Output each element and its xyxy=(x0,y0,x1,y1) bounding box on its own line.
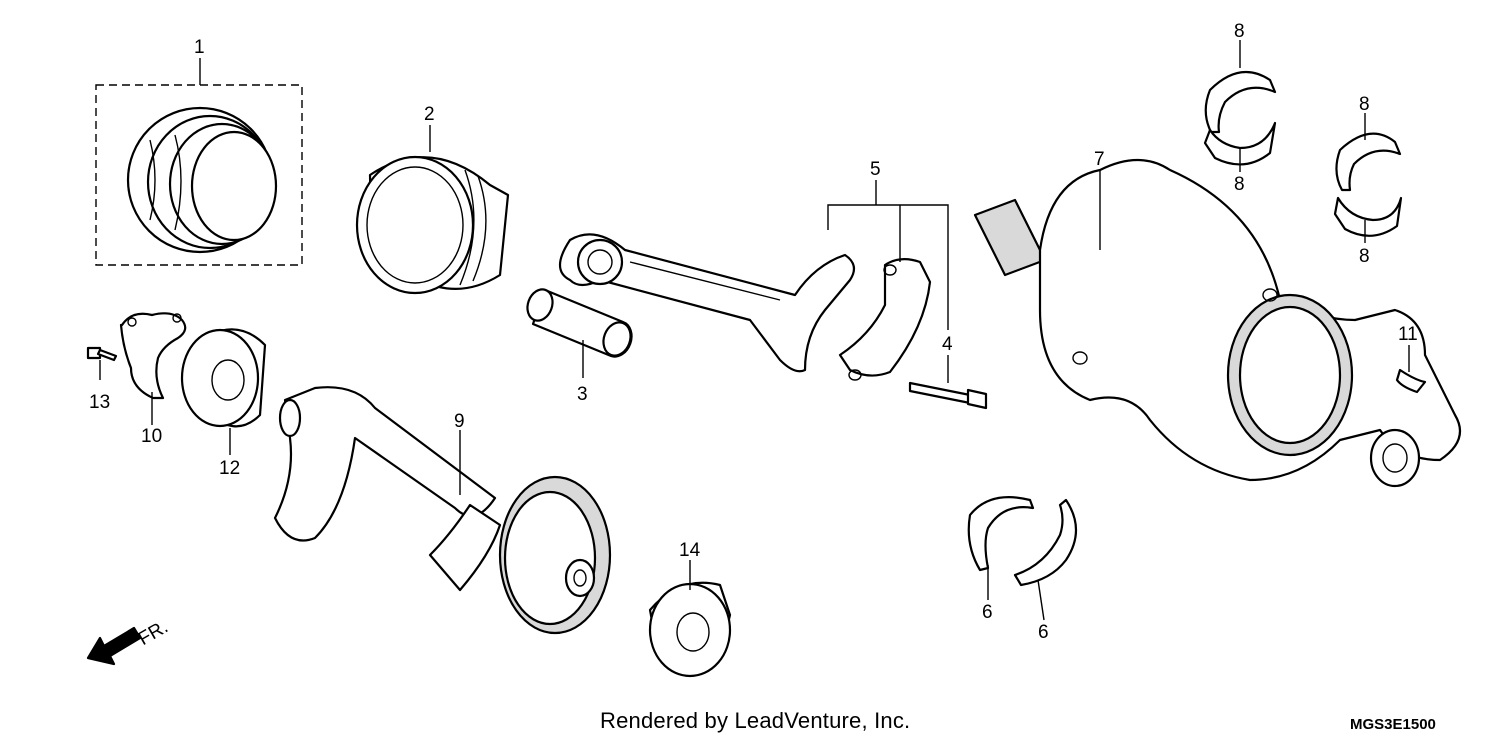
callout-8d: 8 xyxy=(1359,246,1370,267)
front-direction-label: FR. xyxy=(135,616,172,649)
callout-4: 4 xyxy=(942,334,953,355)
balancer-shaft[interactable] xyxy=(273,386,612,635)
callout-7: 7 xyxy=(1094,149,1105,170)
piston-pin[interactable] xyxy=(523,286,635,360)
callout-numbers: 1 2 3 4 5 6 6 7 8 8 8 8 9 10 11 12 13 14 xyxy=(89,21,1418,643)
crankshaft[interactable] xyxy=(973,159,1462,488)
callout-5: 5 xyxy=(870,159,881,180)
callout-2: 2 xyxy=(424,104,435,125)
callout-8c: 8 xyxy=(1359,94,1370,115)
callout-12: 12 xyxy=(219,458,240,479)
front-direction-arrow: FR. xyxy=(86,616,172,666)
callout-10: 10 xyxy=(141,426,162,447)
callout-6b: 6 xyxy=(1038,622,1049,643)
flange-bolt[interactable] xyxy=(86,346,118,362)
bearing-setting-plate[interactable] xyxy=(119,312,187,400)
callout-13: 13 xyxy=(89,392,110,413)
woodruff-key[interactable] xyxy=(1395,368,1427,394)
callout-3: 3 xyxy=(577,384,588,405)
connecting-rod-cap[interactable] xyxy=(838,258,932,381)
connecting-rod-bolt[interactable] xyxy=(908,381,988,410)
crankshaft-main-bearing-lower[interactable] xyxy=(967,496,1077,587)
piston-ring-set[interactable] xyxy=(95,84,303,266)
callout-8a: 8 xyxy=(1234,21,1245,42)
ball-bearing-lower[interactable] xyxy=(648,581,732,678)
ball-bearing-upper[interactable] xyxy=(180,328,267,428)
callout-8b: 8 xyxy=(1234,174,1245,195)
callout-14: 14 xyxy=(679,540,701,561)
callout-6a: 6 xyxy=(982,602,993,623)
piston[interactable] xyxy=(355,155,510,295)
connecting-rod[interactable] xyxy=(558,233,856,373)
callout-11: 11 xyxy=(1398,324,1418,345)
render-credit: Rendered by LeadVenture, Inc. xyxy=(600,708,911,733)
leader-lines xyxy=(99,40,1410,621)
crankshaft-main-bearing-upper[interactable] xyxy=(1203,70,1403,237)
callout-1: 1 xyxy=(194,37,205,58)
diagram-code: MGS3E1500 xyxy=(1350,716,1436,733)
callout-9: 9 xyxy=(454,411,465,432)
